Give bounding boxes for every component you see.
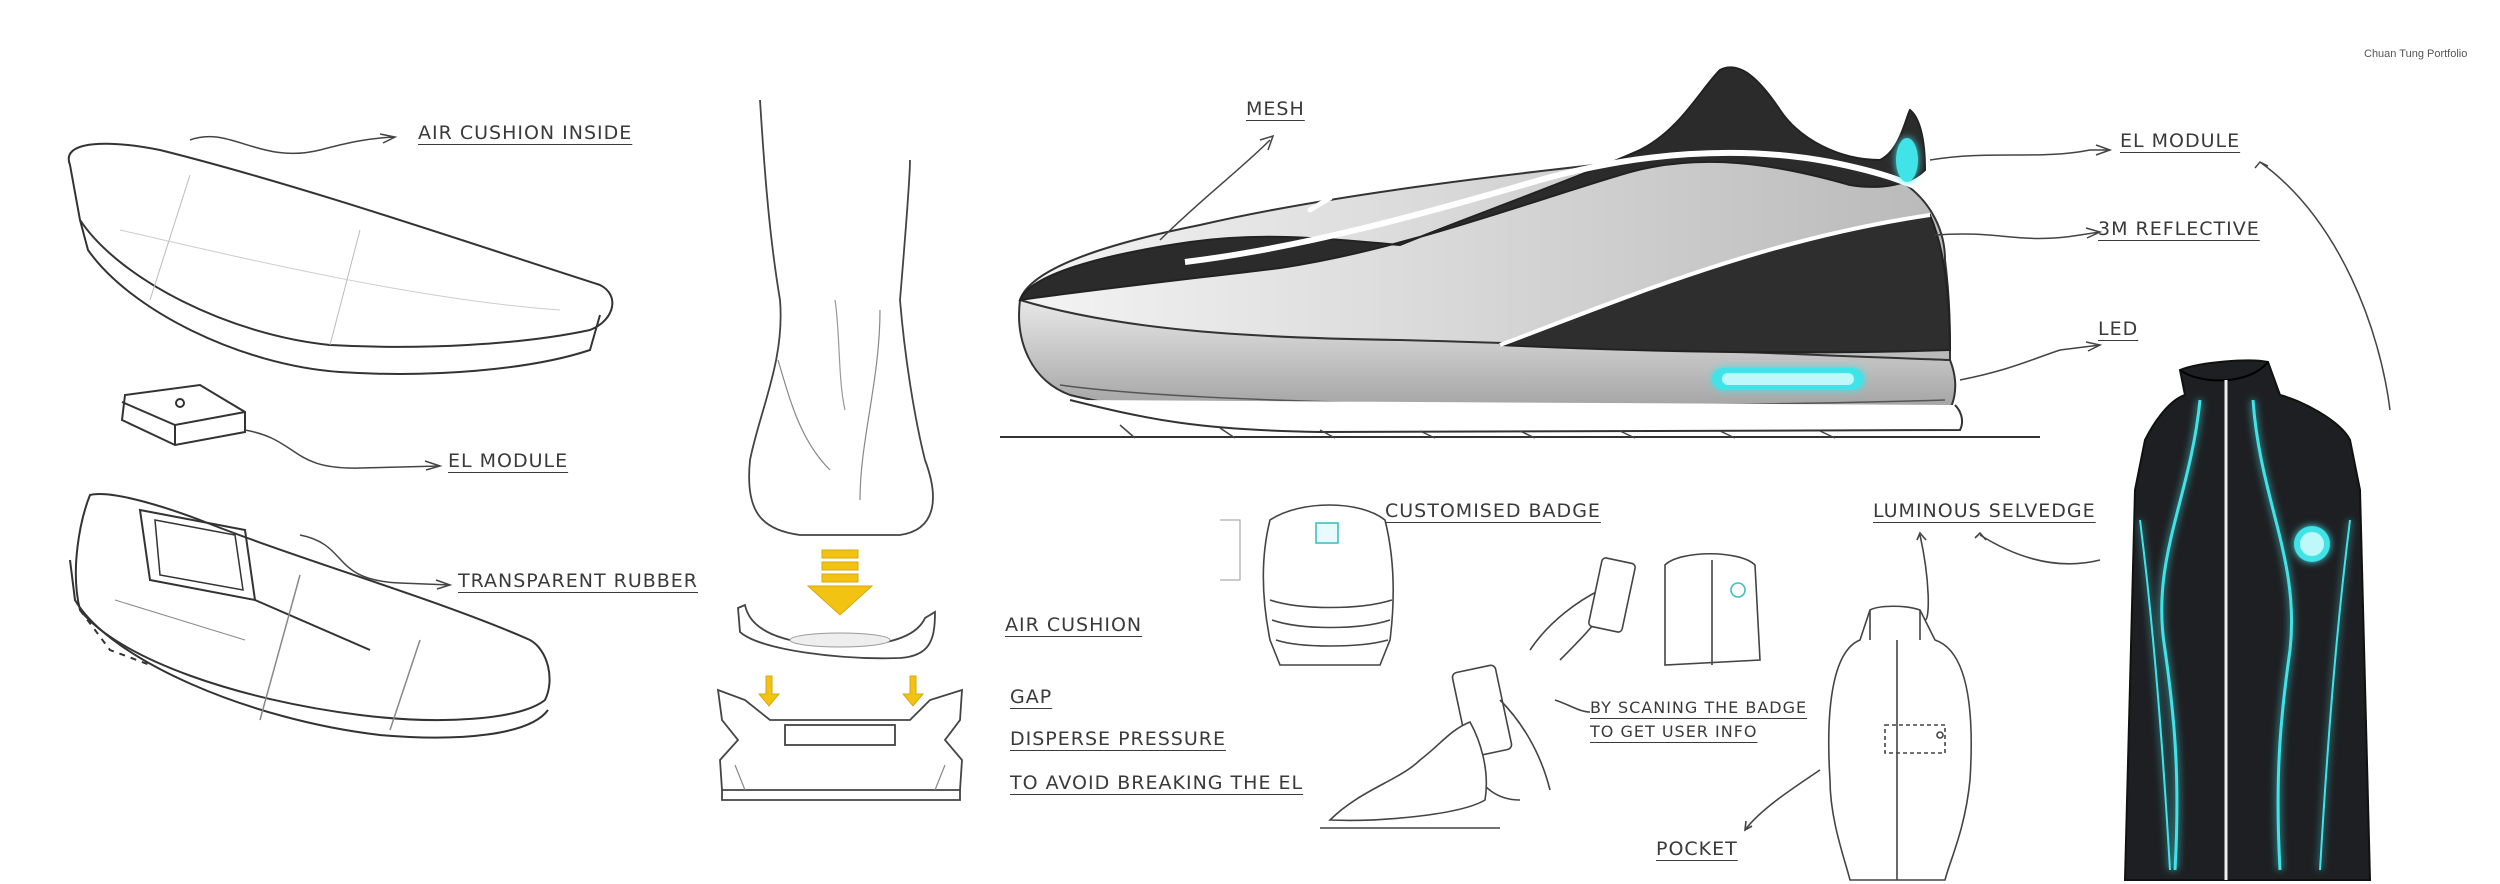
- label-by-scaning: BY SCANING THE BADGE: [1590, 698, 1808, 717]
- sneaker-illustration: [1000, 66, 2040, 439]
- label-to-get-user-info: TO GET USER INFO: [1590, 722, 1758, 741]
- label-gap: GAP: [1010, 686, 1053, 708]
- label-el-module-left: EL MODULE: [448, 450, 569, 472]
- label-avoid-breaking: TO AVOID BREAKING THE EL: [1010, 772, 1304, 794]
- label-customised-badge: CUSTOMISED BADGE: [1385, 500, 1601, 522]
- label-3m-reflective: 3M REFLECTIVE: [2098, 218, 2260, 240]
- label-air-cushion: AIR CUSHION: [1005, 614, 1143, 636]
- label-disperse-pressure: DISPERSE PRESSURE: [1010, 728, 1226, 750]
- label-el-module-shoe: EL MODULE: [2120, 130, 2241, 152]
- vest-sketch: [1744, 531, 2101, 881]
- insole-exploded-view: [67, 142, 614, 739]
- label-pocket: POCKET: [1656, 838, 1738, 860]
- leader-lines-shoe: [1159, 134, 2391, 411]
- label-mesh: MESH: [1246, 98, 1305, 120]
- glowing-vest: [2123, 359, 2372, 881]
- portfolio-credit: Chuan Tung Portfolio: [2364, 48, 2468, 60]
- yellow-pressure-arrows: [757, 549, 925, 707]
- leader-lines-left: [189, 133, 453, 590]
- badge-scanning-scenario: [1220, 504, 1761, 829]
- foot-pressure-diagram: [716, 99, 963, 801]
- label-transparent-rubber: TRANSPARENT RUBBER: [458, 570, 698, 592]
- label-led: LED: [2098, 318, 2139, 340]
- label-luminous-selvedge: LUMINOUS SELVEDGE: [1873, 500, 2096, 522]
- label-air-cushion-inside: AIR CUSHION INSIDE: [418, 122, 633, 144]
